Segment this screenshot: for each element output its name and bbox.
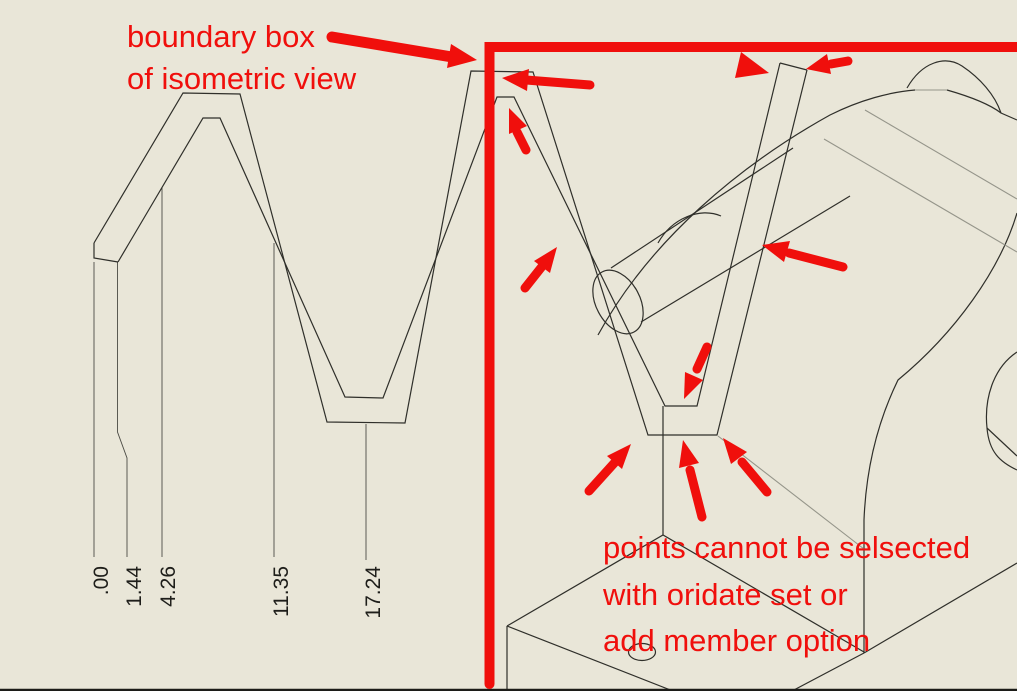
tangent-edge-1 <box>864 109 1017 200</box>
arrow-head-icon <box>534 247 557 273</box>
annotation-arrow-under-peak <box>509 108 531 155</box>
isometric-view[interactable] <box>506 60 1017 691</box>
arrow-shaft <box>784 248 848 272</box>
annotation-arrow-strip-top-right <box>806 54 853 74</box>
arrow-shaft <box>692 342 712 374</box>
rod-upper-edge <box>610 147 794 269</box>
boundary-box-outline <box>484 42 1017 689</box>
red-annotations: boundary box of isometric view points ca… <box>127 19 1017 689</box>
rod-lower-edge <box>640 195 851 323</box>
strip-outer-line <box>93 69 808 436</box>
dimension-label-426[interactable]: 4.26 <box>157 566 180 607</box>
annotation-arrow-boundary-corner <box>326 31 477 68</box>
ordinate-dimension-extension-lines <box>93 188 367 560</box>
ordinate-dimension-labels[interactable]: .00 1.44 4.26 11.35 17.24 <box>90 566 385 619</box>
annotation-arrow-strip-flank <box>762 241 848 272</box>
arrow-shaft <box>512 127 531 155</box>
arrow-shaft <box>584 455 622 496</box>
selection-note-line2: with oridate set or <box>602 577 848 612</box>
arrow-head-icon <box>806 54 831 74</box>
arrow-shaft <box>521 75 595 90</box>
right-bore-arc <box>985 351 1017 471</box>
arrow-head-icon <box>762 241 790 262</box>
dimension-label-00[interactable]: .00 <box>90 566 113 595</box>
dimension-label-1724[interactable]: 17.24 <box>362 566 385 619</box>
boundary-note-line2: of isometric view <box>127 61 357 96</box>
tangent-edge-2 <box>823 138 1017 253</box>
arrow-head-icon <box>723 438 747 464</box>
selection-note-line1: points cannot be selsected <box>603 530 970 565</box>
arrow-head-icon <box>679 440 699 468</box>
strip-top-end-cap <box>779 62 808 71</box>
base-hole-ellipse <box>627 642 657 662</box>
base-front-left-edge <box>506 625 674 691</box>
arrow-shaft <box>520 259 549 293</box>
zigzag-strip-profile[interactable] <box>93 62 808 436</box>
boundary-note-line1: boundary box <box>127 19 315 54</box>
arrow-shaft <box>326 31 458 63</box>
top-boss-hump-arc <box>906 60 1002 114</box>
right-bore-tangent <box>986 427 1017 457</box>
annotation-arrow-v-bottom-left <box>584 444 631 496</box>
base-right-top-edge <box>863 562 1017 654</box>
flat-pattern-view[interactable]: .00 1.44 4.26 11.35 17.24 <box>90 62 808 619</box>
annotation-arrowhead-strip-top-icon <box>735 52 769 78</box>
strip-left-end-cap <box>93 243 119 263</box>
dimension-label-144[interactable]: 1.44 <box>123 566 146 607</box>
arrow-head-icon <box>447 44 477 68</box>
dimension-label-1135[interactable]: 11.35 <box>270 566 293 617</box>
arrow-head-icon <box>684 372 703 399</box>
arrow-head-icon <box>509 108 527 134</box>
body-silhouette-right <box>946 89 1017 121</box>
rear-cylinder-arc <box>657 212 722 244</box>
strip-inner-line <box>117 62 781 407</box>
annotation-arrow-left-flank <box>520 247 557 293</box>
arrow-head-icon <box>607 444 631 469</box>
arrow-shaft <box>737 457 772 497</box>
arrow-head-icon <box>502 69 529 91</box>
extension-line-144 <box>117 262 128 557</box>
rod-end-ellipse <box>592 269 644 335</box>
body-lower-right-arc <box>863 212 1017 521</box>
annotation-arrow-v-bottom-middle <box>679 440 707 522</box>
body-silhouette-arc <box>597 89 916 336</box>
annotation-arrow-peak-top <box>502 69 595 91</box>
annotation-arrow-v-bottom-right <box>723 438 772 497</box>
arrow-shaft <box>826 56 853 69</box>
arrow-shaft <box>685 465 707 522</box>
base-front-right-edge <box>791 652 865 691</box>
selection-note-line3: add member option <box>603 623 870 658</box>
annotation-arrow-inner-v <box>684 342 712 399</box>
